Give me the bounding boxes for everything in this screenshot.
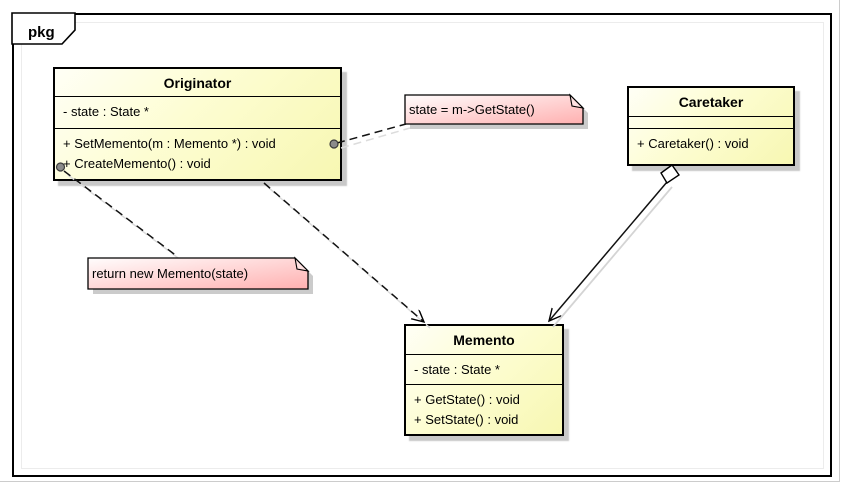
attribute-row: - state : State * [414, 362, 500, 377]
canvas-edge-border [0, 0, 840, 482]
frame-inner-border [21, 22, 824, 469]
class-memento-methods: + GetState() : void + SetState() : void [406, 385, 562, 430]
package-tab-label: pkg [28, 24, 55, 41]
note-anchor-creatememento[interactable] [63, 170, 179, 258]
method-row: + Caretaker() : void [637, 136, 749, 151]
shadow-line [268, 187, 431, 329]
aggregation-caretaker-memento[interactable] [549, 181, 668, 321]
note-text: state = m->GetState() [409, 102, 535, 117]
class-originator-attributes: - state : State * [55, 97, 340, 129]
note-body[interactable] [404, 94, 584, 125]
package-tab[interactable]: pkg [11, 12, 76, 45]
class-caretaker-methods: + Caretaker() : void [629, 129, 793, 154]
method-row: + SetMemento(m : Memento *) : void [63, 136, 276, 151]
shadow-line [67, 174, 183, 262]
shadow-line [552, 186, 673, 328]
attribute-row: - state : State * [63, 104, 149, 119]
note-body[interactable] [87, 257, 309, 290]
package-frame [12, 13, 832, 477]
class-originator-title: Originator [55, 69, 340, 97]
dependency-originator-memento[interactable] [263, 182, 424, 322]
class-memento[interactable]: Memento - state : State * + GetState() :… [404, 324, 564, 436]
note-fold-corner [294, 256, 310, 272]
note-getstate[interactable]: state = m->GetState() [404, 93, 585, 125]
class-originator[interactable]: Originator - state : State * + SetMement… [53, 67, 342, 181]
class-caretaker-title: Caretaker [629, 88, 793, 117]
note-text: return new Memento(state) [92, 266, 248, 281]
aggregation-diamond[interactable] [660, 164, 680, 184]
class-caretaker[interactable]: Caretaker + Caretaker() : void [627, 86, 795, 166]
method-row: + SetState() : void [414, 412, 519, 427]
port-creatememento[interactable] [55, 162, 66, 172]
class-memento-attributes: - state : State * [406, 355, 562, 385]
note-create-memento[interactable]: return new Memento(state) [87, 256, 310, 290]
class-memento-title: Memento [406, 326, 562, 355]
method-row: + CreateMemento() : void [63, 156, 211, 171]
note-fold-corner [569, 93, 585, 109]
port-setmemento[interactable] [329, 139, 339, 149]
package-tab-shape[interactable] [11, 12, 76, 45]
class-caretaker-attributes [629, 117, 793, 129]
class-originator-methods: + SetMemento(m : Memento *) : void + Cre… [55, 129, 340, 174]
method-row: + GetState() : void [414, 392, 520, 407]
shadow-line [340, 127, 411, 149]
note-anchor-setmemento[interactable] [336, 123, 407, 144]
